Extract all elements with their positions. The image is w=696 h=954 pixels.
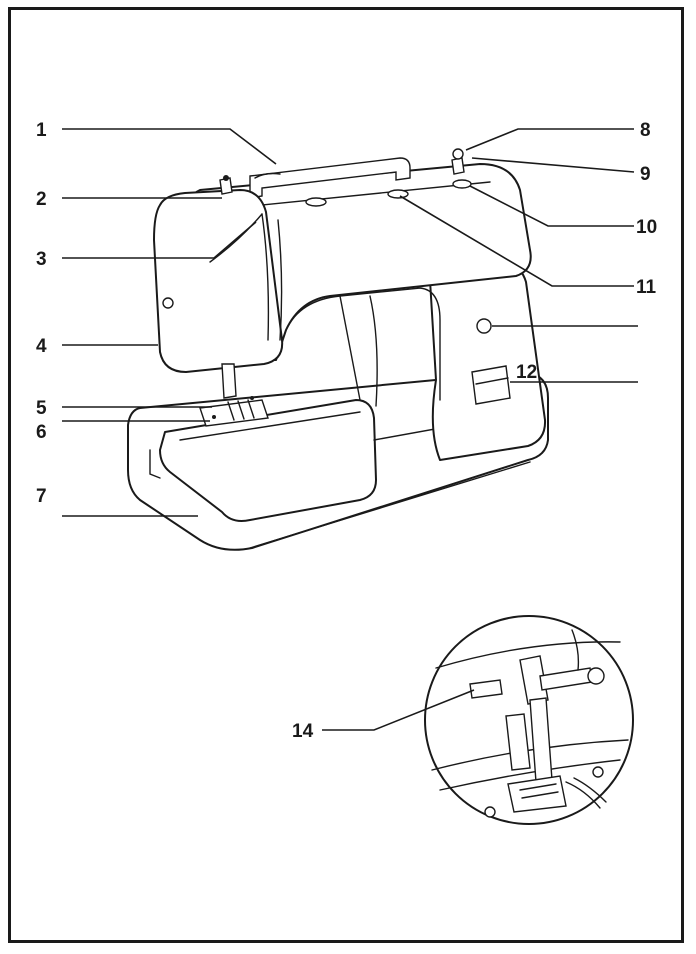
label-1: 1 <box>36 120 47 141</box>
label-11: 11 <box>636 277 657 298</box>
part-labels: 1 2 3 4 5 6 7 8 9 10 11 12 14 <box>36 120 657 742</box>
label-10: 10 <box>636 217 657 238</box>
machine-head <box>153 189 284 373</box>
accessory-box <box>159 399 377 522</box>
label-9: 9 <box>640 164 651 185</box>
label-12: 12 <box>516 362 537 383</box>
label-8: 8 <box>640 120 651 141</box>
needle-plate <box>199 399 269 427</box>
page-frame <box>8 7 684 943</box>
carry-handle <box>249 157 411 199</box>
label-4: 4 <box>36 336 47 357</box>
machine-pillar <box>429 261 547 461</box>
leader-lines <box>62 128 638 731</box>
needle-bar <box>221 363 237 399</box>
label-5: 5 <box>36 398 47 419</box>
side-button <box>476 318 492 334</box>
presser-foot-detail-inset <box>424 615 634 825</box>
sewing-machine-illustration <box>127 148 549 551</box>
label-3: 3 <box>36 249 47 270</box>
label-7: 7 <box>36 486 47 507</box>
label-2: 2 <box>36 189 47 210</box>
label-6: 6 <box>36 422 47 443</box>
label-14: 14 <box>292 721 314 742</box>
stitch-selector-knob <box>471 365 511 405</box>
